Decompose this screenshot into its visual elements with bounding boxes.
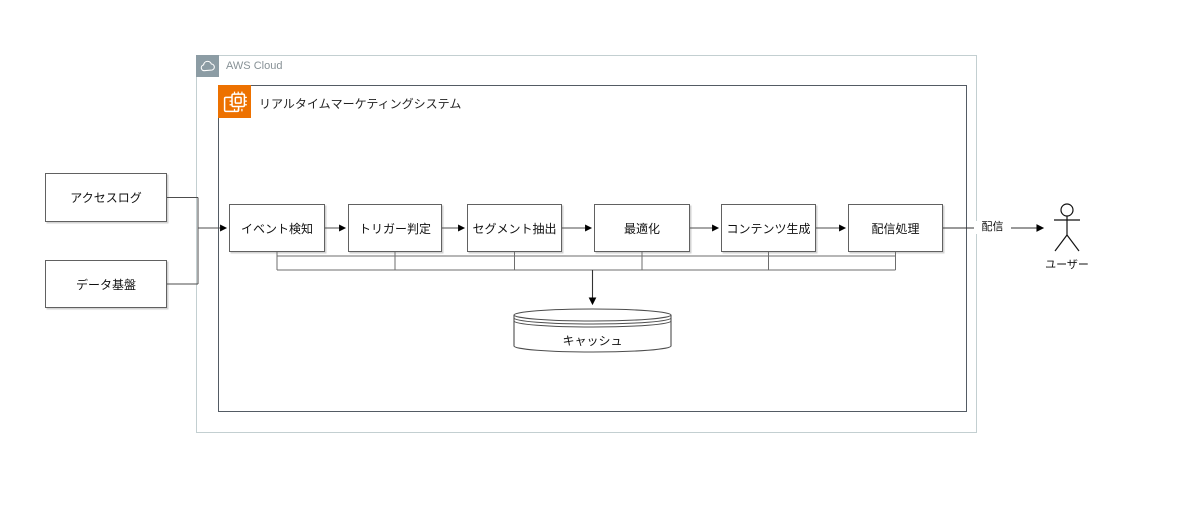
- cache-label: キャッシュ: [562, 334, 623, 348]
- node-label: 配信処理: [871, 221, 920, 236]
- delivery-edge-label: 配信: [974, 221, 1011, 234]
- node-label: トリガー判定: [358, 221, 431, 236]
- node-segment-extraction: セグメント抽出: [467, 204, 562, 252]
- node-label: イベント検知: [240, 221, 313, 236]
- aws-cloud-container: AWS Cloud: [196, 55, 977, 433]
- node-optimization: 最適化: [594, 204, 690, 252]
- user-label: ユーザー: [1045, 259, 1089, 271]
- node-label: コンテンツ生成: [726, 221, 811, 236]
- aws-cloud-tab: [196, 55, 219, 77]
- cloud-icon: [200, 60, 215, 72]
- node-event-detection: イベント検知: [229, 204, 325, 252]
- node-data-platform: データ基盤: [45, 260, 167, 308]
- node-content-generation: コンテンツ生成: [721, 204, 816, 252]
- aws-cloud-label: AWS Cloud: [226, 60, 283, 72]
- node-label: セグメント抽出: [472, 221, 557, 236]
- stick-figure-actor-icon: [1054, 203, 1080, 252]
- system-container: リアルタイムマーケティングシステム: [218, 85, 967, 412]
- node-delivery-processing: 配信処理: [848, 204, 943, 252]
- system-title: リアルタイムマーケティングシステム: [259, 97, 462, 111]
- node-access-log: アクセスログ: [45, 173, 167, 222]
- node-label: 最適化: [623, 221, 660, 236]
- node-trigger-judgement: トリガー判定: [348, 204, 442, 252]
- node-label: アクセスログ: [70, 191, 142, 205]
- node-label: データ基盤: [75, 277, 136, 292]
- compute-chip-icon: [218, 85, 251, 118]
